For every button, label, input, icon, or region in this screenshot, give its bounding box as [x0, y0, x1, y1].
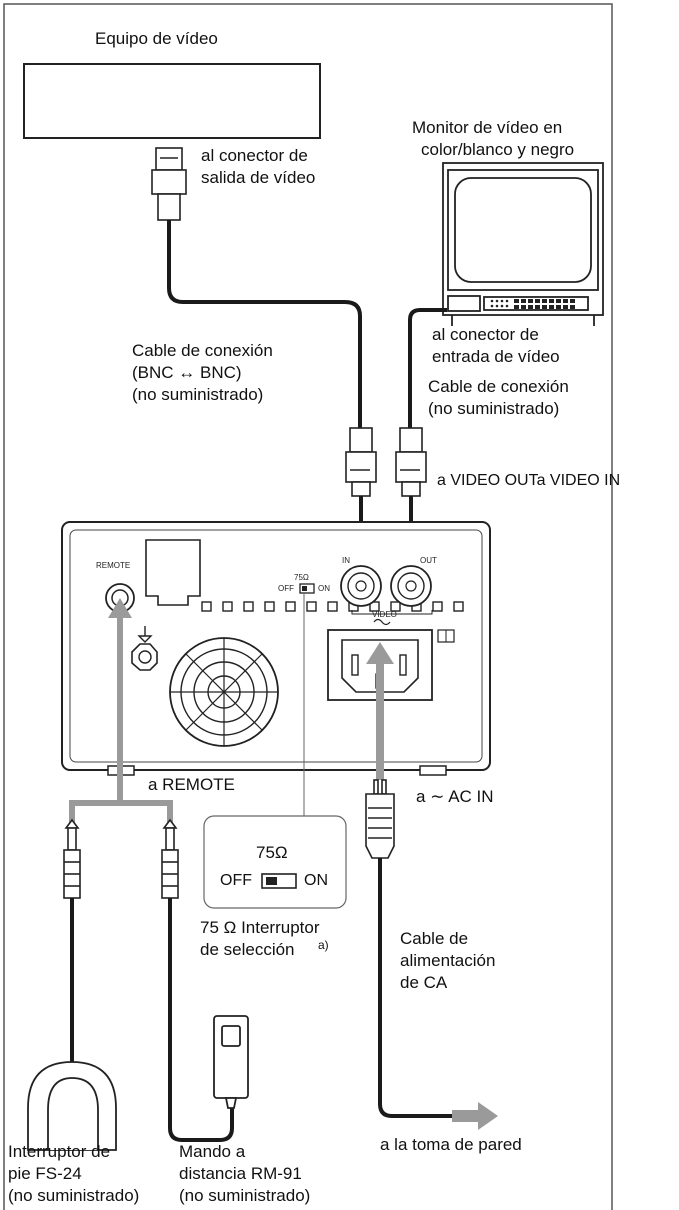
ac-arrowhead	[366, 642, 394, 664]
label-remote-control-3: (no suministrado)	[179, 1186, 311, 1205]
ohm-callout-box	[203, 815, 347, 909]
label-foot-switch-3: (no suministrado)	[8, 1186, 140, 1205]
ac-cable	[378, 858, 452, 1118]
remote-control-cable	[168, 898, 234, 1142]
label-selector-footnote: a)	[318, 938, 329, 952]
panel-in-label: IN	[342, 556, 350, 565]
wall-outlet-arrow	[452, 1102, 498, 1130]
label-selector-1: 75 Ω Interruptor	[200, 918, 320, 937]
panel-remote-label: REMOTE	[96, 561, 130, 570]
remote-cable-lines	[69, 612, 173, 826]
label-bnc-cable-1: Cable de conexión	[132, 341, 273, 360]
label-connection-cable-1: Cable de conexión	[428, 377, 569, 396]
monitor-controls	[490, 299, 575, 309]
video-equipment-box	[23, 63, 321, 139]
panel-off-label: OFF	[278, 584, 294, 593]
label-ac-cable-3: de CA	[400, 973, 448, 992]
label-foot-switch-1: Interruptor de	[8, 1142, 111, 1161]
video-monitor	[442, 162, 604, 326]
label-bnc-cable-2: (BNC ↔ BNC)	[132, 363, 242, 382]
ac-plug	[365, 779, 395, 859]
callout-on-label: ON	[304, 872, 328, 889]
panel-video-label: VIDEO	[372, 610, 397, 619]
remote-control-plug	[161, 818, 179, 899]
label-ac-in: a ∼ AC IN	[416, 787, 494, 806]
panel-ohm-label: 75Ω	[294, 573, 309, 582]
label-remote-control-2: distancia RM-91	[179, 1164, 302, 1183]
label-video-input-connector-2: entrada de vídeo	[432, 347, 560, 366]
label-monitor-1: Monitor de vídeo en	[412, 118, 563, 137]
bnc-plug-video-in	[345, 427, 377, 497]
label-bnc-cable-3: (no suministrado)	[132, 385, 264, 404]
callout-ohm-label: 75Ω	[256, 843, 288, 862]
label-video-output-connector-1: al conector de	[201, 146, 308, 165]
label-video-input-connector-1: al conector de	[432, 325, 539, 344]
label-foot-switch-2: pie FS-24	[8, 1164, 82, 1183]
foot-switch	[27, 1061, 117, 1151]
label-connection-cable-2: (no suministrado)	[428, 399, 560, 418]
remote-control	[213, 1015, 249, 1109]
label-video-equipment: Equipo de vídeo	[95, 29, 218, 48]
bnc-plug-top	[151, 147, 187, 221]
panel-on-label: ON	[318, 584, 330, 593]
bnc-plug-video-out	[395, 427, 427, 497]
monitor-cable	[408, 308, 447, 428]
diagram-frame	[3, 3, 613, 1210]
label-monitor-2: color/blanco y negro	[421, 140, 575, 159]
label-ac-cable-2: alimentación	[400, 951, 496, 970]
label-selector-2: de selección	[200, 940, 295, 959]
panel-out-label: OUT	[420, 556, 437, 565]
label-ac-cable-1: Cable de	[400, 929, 469, 948]
label-wall-outlet: a la toma de pared	[380, 1135, 522, 1154]
foot-switch-plug	[63, 818, 81, 899]
label-remote: a REMOTE	[148, 775, 235, 794]
bnc-cable	[167, 220, 362, 428]
label-video-out-in: a VIDEO OUTa VIDEO IN	[437, 472, 621, 489]
remote-arrowhead	[108, 598, 132, 618]
label-remote-control-1: Mando a	[179, 1142, 246, 1161]
label-video-output-connector-2: salida de vídeo	[201, 168, 316, 187]
callout-off-label: OFF	[220, 872, 252, 889]
ac-arrow-shaft	[376, 656, 384, 780]
